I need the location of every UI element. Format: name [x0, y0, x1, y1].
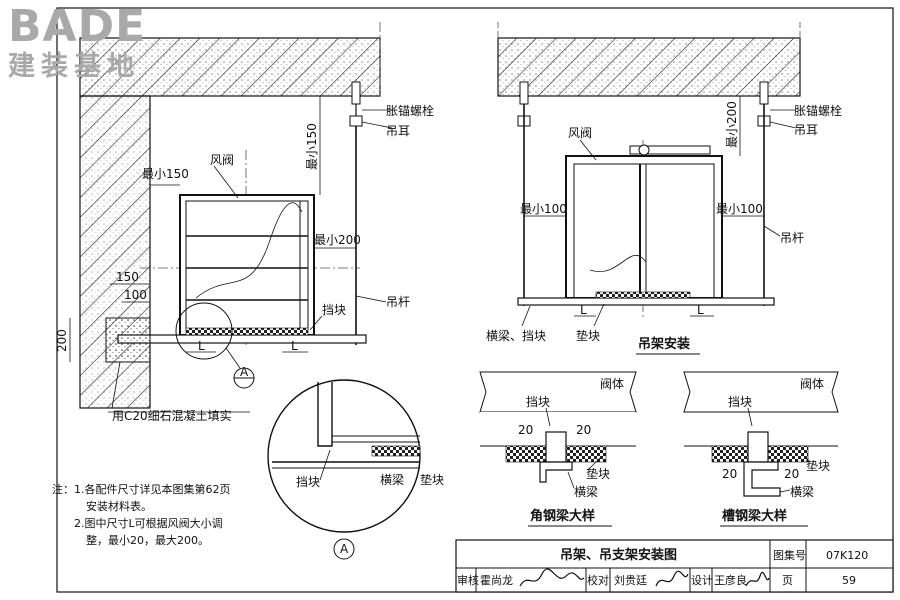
- bade-logo: BADE 建装基地: [8, 4, 178, 84]
- left-anchor-bolt: [351, 81, 361, 105]
- right-anchor-bolt-right: [759, 81, 769, 105]
- detail-a-pad-label: 垫块: [420, 472, 444, 487]
- left-stop-block-label: 挡块: [322, 303, 346, 317]
- title-block-page-label: 页: [782, 574, 793, 587]
- left-installation-view: A 最小150 最小150 最小200 胀锚螺栓 吊耳 风阀 吊杆 挡块 150…: [55, 22, 434, 423]
- angle-stop-block-label: 挡块: [526, 395, 550, 409]
- left-lug: [349, 115, 363, 127]
- right-anchor-bolt-label: 胀锚螺栓: [794, 103, 842, 118]
- logo-word: BADE: [8, 1, 147, 52]
- right-min100-right: 最小100: [716, 202, 763, 216]
- left-detail-circle: [175, 302, 233, 360]
- title-block-atlas-value: 07K120: [826, 549, 868, 562]
- note-line-1: 注：1.各配件尺寸详见本图集第62页: [52, 481, 267, 498]
- channel-pad-label: 垫块: [806, 458, 830, 473]
- angle-stop-block: [545, 431, 567, 463]
- channel-valve-body-label: 阀体: [800, 377, 824, 391]
- left-rod-label: 吊杆: [386, 295, 410, 309]
- channel-dim-right: 20: [784, 467, 799, 481]
- left-detail-marker-label: A: [240, 365, 249, 379]
- angle-caption: 角钢梁大样: [530, 508, 595, 524]
- detail-a-stop-block-label: 挡块: [296, 475, 320, 489]
- left-dim-150: 150: [116, 270, 139, 284]
- channel-dim-left: 20: [722, 467, 737, 481]
- channel-stop-block-label: 挡块: [728, 395, 752, 409]
- notes-prefix: 注：: [52, 483, 74, 496]
- title-block-designer: 王彦良: [714, 573, 747, 587]
- left-min150-horizontal: 最小150: [142, 167, 189, 181]
- title-block-page-value: 59: [842, 574, 856, 587]
- right-min200: 最小200: [725, 101, 739, 148]
- detail-a-view: 挡块 横梁 垫块 A: [267, 379, 444, 560]
- angle-dim-right: 20: [576, 423, 591, 437]
- title-block-reviewer: 霍尚龙: [480, 573, 513, 587]
- title-block-check-label: 校对: [587, 573, 609, 587]
- channel-stop-block: [747, 431, 769, 463]
- left-lug-label: 吊耳: [386, 124, 410, 138]
- notes-block: 注：1.各配件尺寸详见本图集第62页 安装材料表。 2.图中尺寸L可根据风阀大小…: [52, 481, 267, 549]
- angle-valve-body-label: 阀体: [600, 377, 624, 391]
- right-damper-label: 风阀: [568, 126, 592, 140]
- left-damper: [179, 194, 315, 336]
- angle-pad-label: 垫块: [586, 466, 610, 481]
- right-pad-label: 垫块: [576, 328, 600, 343]
- left-dim-L1: L: [198, 339, 205, 353]
- note-line-2: 安装材料表。: [52, 498, 267, 515]
- right-damper: [565, 144, 723, 299]
- channel-steel-detail: 阀体 挡块 20 20 垫块 横梁 槽钢梁大样: [683, 371, 839, 527]
- note-text-3: 2.图中尺寸L可根据风阀大小调: [74, 517, 223, 530]
- right-dim-L1: L: [580, 303, 587, 317]
- channel-caption: 槽钢梁大样: [722, 508, 787, 524]
- note-text-2: 安装材料表。: [86, 500, 152, 513]
- left-fill-block: [105, 317, 151, 363]
- title-block-atlas-label: 图集号: [773, 548, 806, 562]
- title-block-checker: 刘贵廷: [614, 574, 647, 587]
- angle-steel-detail: 阀体 挡块 20 20 垫块 横梁 角钢梁大样: [479, 371, 637, 527]
- detail-a-marker: [333, 538, 355, 560]
- designer-signature: [745, 571, 770, 587]
- right-beam-block-label: 横梁、挡块: [486, 328, 546, 343]
- detail-a-beam-label: 横梁: [380, 472, 404, 487]
- angle-beam-label: 横梁: [574, 484, 598, 499]
- checker-signature: [655, 570, 689, 587]
- right-lug-label: 吊耳: [794, 123, 818, 137]
- note-line-3: 2.图中尺寸L可根据风阀大小调: [52, 515, 267, 532]
- note-text-4: 整，最小20，最大200。: [86, 534, 209, 547]
- left-cross-beam: [117, 334, 367, 344]
- reviewer-signature: [519, 568, 585, 587]
- note-line-4: 整，最小20，最大200。: [52, 532, 267, 549]
- title-block-review-label: 审核: [457, 573, 479, 587]
- right-dim-L2: L: [697, 303, 704, 317]
- right-view-caption: 吊架安装: [638, 336, 690, 352]
- left-min200: 最小200: [314, 233, 361, 247]
- right-min100-left: 最小100: [520, 202, 567, 216]
- title-block-title: 吊架、吊支架安装图: [560, 547, 677, 563]
- channel-beam-label: 横梁: [790, 484, 814, 499]
- right-installation-view: 最小200 最小100 最小100 L L 胀锚螺栓 吊耳 风阀 吊杆 横梁、挡…: [486, 22, 842, 355]
- right-anchor-bolt-left: [519, 81, 529, 105]
- left-min150-vertical: 最小150: [305, 123, 319, 170]
- title-block: 吊架、吊支架安装图 图集号 07K120 审核 霍尚龙 校对 刘贵廷 设计 王彦…: [455, 539, 894, 593]
- right-cross-beam: [517, 297, 775, 306]
- left-dim-100: 100: [124, 288, 147, 302]
- left-dim-200: 200: [55, 329, 69, 352]
- angle-dim-left: 20: [518, 423, 533, 437]
- left-dim-L2: L: [291, 339, 298, 353]
- title-block-design-label: 设计: [691, 574, 713, 587]
- logo-subtitle: 建装基地: [8, 51, 140, 82]
- left-damper-label: 风阀: [210, 153, 234, 167]
- note-text-1: 1.各配件尺寸详见本图集第62页: [74, 483, 231, 496]
- right-rod-label: 吊杆: [780, 231, 804, 245]
- detail-a-marker-label: A: [340, 542, 349, 556]
- left-fill-note: 用C20细石混凝土填实: [112, 408, 232, 423]
- left-anchor-bolt-label: 胀锚螺栓: [386, 103, 434, 118]
